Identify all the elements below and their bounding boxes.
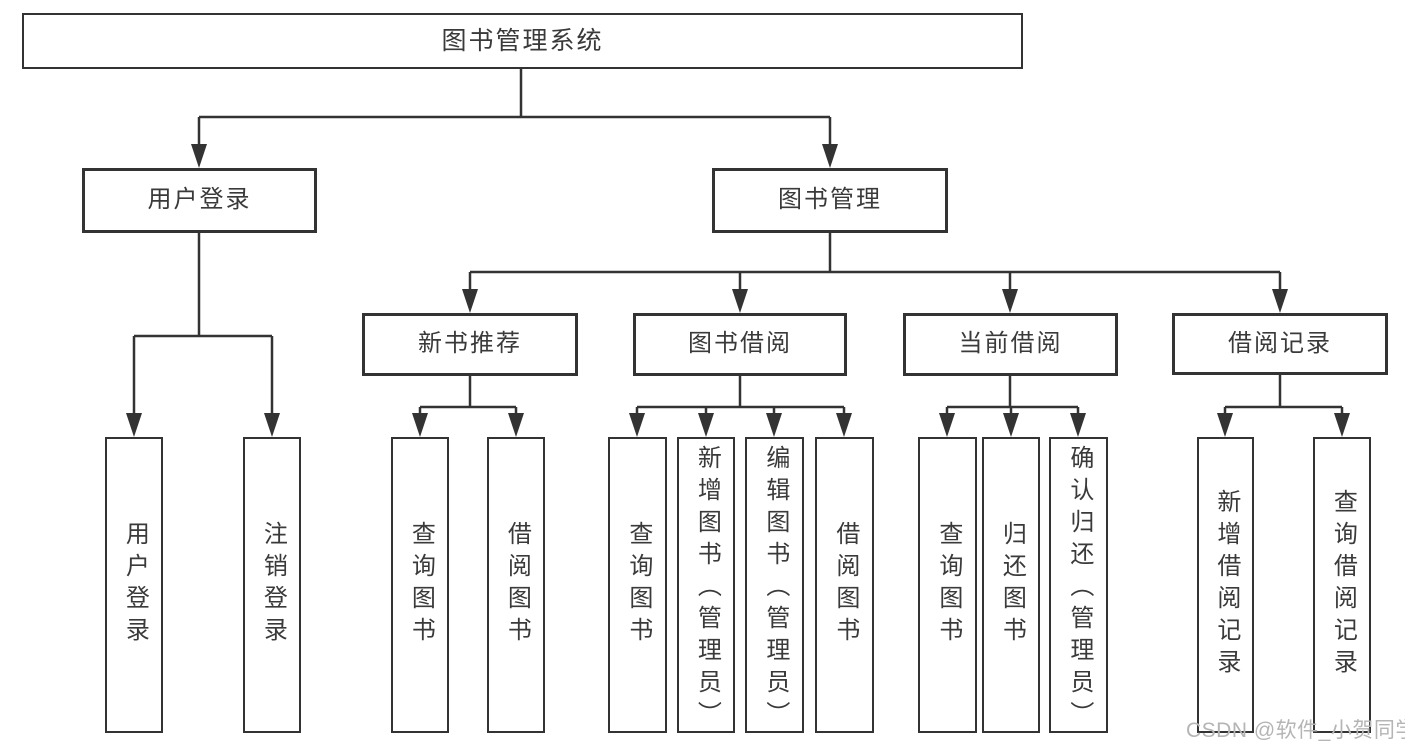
node-label: 当前借阅 (958, 330, 1063, 358)
leaf-current-query-books: 查询图书 (918, 437, 977, 733)
connector-lines (132, 69, 1344, 419)
leaf-records-query-record: 查询借阅记录 (1313, 437, 1371, 733)
node-label: 图书管理系统 (441, 27, 604, 55)
leaf-borrow-edit-books-admin: 编辑图书（管理员） (745, 437, 804, 733)
node-label: 借阅图书 (503, 521, 531, 649)
node-label: 用户登录 (121, 521, 149, 649)
leaf-user-login: 用户登录 (105, 437, 163, 733)
node-label: 图书借阅 (688, 330, 792, 358)
node-label: 新增图书（管理员） (693, 445, 721, 733)
node-book-management-system: 图书管理系统 (22, 13, 1023, 69)
arrowhead-icons (126, 144, 1350, 437)
node-label: 借阅记录 (1228, 329, 1332, 357)
leaf-borrow-borrow-books: 借阅图书 (815, 437, 874, 733)
leaf-newbooks-query-books: 查询图书 (391, 437, 449, 733)
node-book-borrowing: 图书借阅 (633, 313, 847, 376)
node-label: 注销登录 (259, 521, 287, 649)
node-new-book-recommend: 新书推荐 (362, 313, 578, 376)
node-label: 查询图书 (407, 521, 435, 649)
node-label: 编辑图书（管理员） (761, 445, 789, 733)
node-label: 查询借阅记录 (1329, 489, 1357, 681)
leaf-current-confirm-return-admin: 确认归还（管理员） (1049, 437, 1108, 733)
leaf-logout: 注销登录 (243, 437, 301, 733)
node-label: 借阅图书 (831, 521, 859, 649)
leaf-borrow-add-books-admin: 新增图书（管理员） (677, 437, 735, 733)
node-label: 归还图书 (998, 521, 1026, 649)
node-label: 新书推荐 (418, 330, 522, 358)
node-book-management: 图书管理 (712, 168, 948, 233)
node-label: 图书管理 (778, 186, 882, 214)
node-label: 查询图书 (624, 521, 652, 649)
leaf-borrow-query-books: 查询图书 (608, 437, 667, 733)
leaf-newbooks-borrow-books: 借阅图书 (487, 437, 545, 733)
leaf-current-return-books: 归还图书 (982, 437, 1040, 733)
node-label: 确认归还（管理员） (1065, 445, 1093, 733)
node-borrowing-records: 借阅记录 (1172, 313, 1388, 375)
node-current-borrowing: 当前借阅 (903, 313, 1118, 376)
leaf-records-add-record: 新增借阅记录 (1197, 437, 1254, 733)
node-label: 查询图书 (934, 521, 962, 649)
watermark: CSDN @软件_小贺同学 (1186, 719, 1405, 742)
node-label: 用户登录 (147, 186, 252, 214)
node-user-login: 用户登录 (82, 168, 317, 233)
node-label: 新增借阅记录 (1212, 489, 1240, 681)
